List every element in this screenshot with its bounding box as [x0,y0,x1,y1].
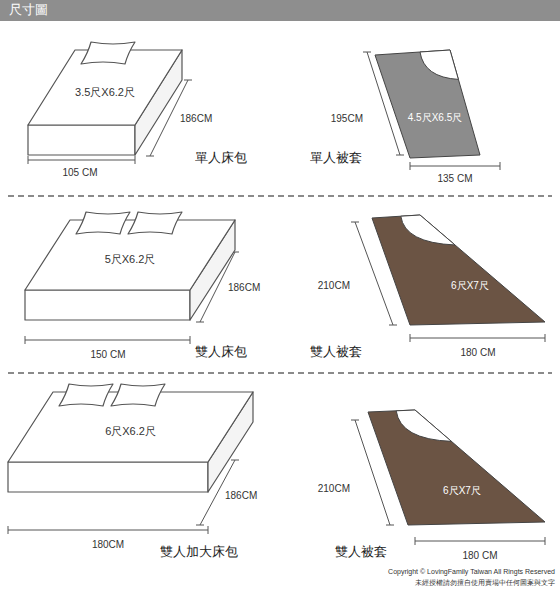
size-text: 6尺X7尺 [451,280,489,291]
dimension-label: 135 CM [437,173,472,184]
dimension-label: 186CM [180,113,212,124]
product-name: 單人被套 [310,151,362,165]
section-separators [8,196,552,373]
dimension-label: 105 CM [62,167,97,178]
duvet-shape [373,48,482,160]
size-text: 5尺X6.2尺 [105,253,156,265]
size-text: 6尺X6.2尺 [105,425,156,437]
product-name: 雙人加大床包 [160,545,238,559]
mattress-illustration: 3.5尺X6.2尺 [25,36,185,158]
dimension-label: 210CM [318,483,350,494]
dimension-label: 186CM [228,282,260,293]
dimension-label: 180CM [92,539,124,550]
size-text: 6尺X7尺 [443,485,481,496]
mattress-illustration: 6尺X6.2尺 [5,378,256,495]
dimension-label: 180 CM [460,347,495,358]
product-name: 雙人被套 [335,545,387,559]
dimension-label: 150 CM [90,349,125,360]
duvet-cover-illustration: 6尺X7尺 [366,408,547,527]
product-name: 單人床包 [195,151,247,165]
dimension-label: 186CM [225,490,257,501]
duvet-cover-illustration: 4.5尺X6.5尺 [373,48,482,160]
duvet-cover-illustration: 6尺X7尺 [370,213,547,327]
dimension-label: 210CM [318,280,350,291]
dimension-label: 180 CM [462,550,497,561]
duvet-shape [366,408,547,527]
copyright-note: Copyright © LovingFamily Taiwan All Ring… [388,568,555,576]
duvet-shape [370,213,547,327]
product-name: 雙人被套 [310,345,362,359]
chart-title: 尺寸圖 [9,3,48,17]
size-text: 3.5尺X6.2尺 [75,85,135,97]
size-text: 4.5尺X6.5尺 [408,112,462,123]
mattress-illustration: 5尺X6.2尺 [22,206,238,323]
dimension-label: 195CM [331,113,363,124]
product-name: 雙人床包 [195,345,247,359]
copyright-note: 未經授權請勿擅自使用賣場中任何圖案與文字 [415,579,555,587]
title-bar [0,0,560,21]
